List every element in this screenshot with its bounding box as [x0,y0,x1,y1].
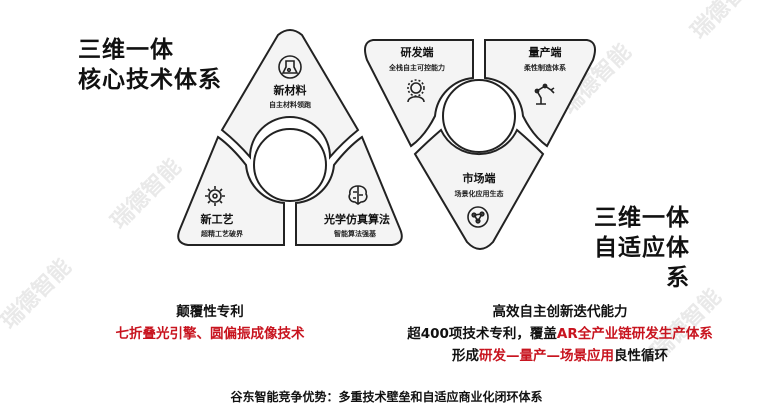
watermark-text: 瑞德智能 [686,0,767,44]
optical-algorithm-title: 光学仿真算法 [323,212,390,226]
market-title: 市场端 [463,171,496,185]
gear-cog-icon [205,186,225,206]
segment-rnd [364,39,474,148]
segment-optical-algorithm [295,135,403,246]
cycle-line: 形成研发—量产—场景应用良性循环 [350,345,770,367]
center-circle [442,79,516,153]
innovation-title: 高效自主创新迭代能力 [492,304,628,320]
cycle-text-a: 形成 [452,348,479,364]
segment-mass-production [484,39,596,148]
engineer-gear-icon [407,79,425,103]
new-process-subtitle: 超精工艺破界 [201,229,244,238]
figure-caption: 谷东智能竞争优势：多重技术壁垒和自适应商业化闭环体系 [230,390,543,404]
innovation-block: 高效自主创新迭代能力 超400项技术专利，覆盖AR全产业链研发生产体系 形成研发… [350,301,770,367]
market-subtitle: 场景化应用生态 [455,189,504,198]
disruptive-patent-detail: 七折叠光引擎、圆偏振成像技术 [115,326,305,342]
right-heading: 三维一体 自适应体系 [580,203,690,293]
center-circle [253,128,327,202]
hand-flask-icon [278,55,302,79]
brain-circuit-icon [348,185,368,205]
mass-production-subtitle: 柔性制造体系 [524,63,566,72]
disruptive-patent-title: 颠覆性专利 [176,304,244,320]
patent-coverage-text: 超400项技术专利，覆盖 [407,326,557,342]
disruptive-patent-block: 颠覆性专利 七折叠光引擎、圆偏振成像技术 [60,301,360,345]
segment-new-process [177,135,285,246]
cycle-highlight: 研发—量产—场景应用 [479,348,614,364]
cycle-text-b: 良性循环 [614,348,668,364]
new-material-title: 新材料 [274,83,307,97]
robot-arm-icon [534,83,555,105]
segment-market [413,128,545,250]
left-heading-line2: 核心技术体系 [78,67,222,93]
patent-coverage-highlight: AR全产业链研发生产体系 [556,326,713,342]
left-heading: 三维一体 核心技术体系 [78,35,222,95]
new-material-subtitle: 自主材料领跑 [269,100,311,109]
network-globe-icon [467,206,489,228]
mass-production-title: 量产端 [529,45,562,59]
segment-new-material [220,29,360,160]
adaptive-triangle: 研发端 全栈自主可控能力 量产端 柔性制造体系 市场端 场景化应用生态 [364,39,596,250]
right-heading-line1: 三维一体 [594,205,690,231]
rnd-title: 研发端 [401,45,434,59]
rnd-subtitle: 全栈自主可控能力 [388,63,445,72]
patent-coverage-line: 超400项技术专利，覆盖AR全产业链研发生产体系 [350,323,770,345]
core-tech-triangle: 新材料 自主材料领跑 新工艺 超精工艺破界 光学仿真算法 智能算法强基 [177,29,403,246]
right-heading-line2: 自适应体系 [594,235,690,291]
new-process-title: 新工艺 [201,212,234,226]
left-heading-line1: 三维一体 [78,37,174,63]
optical-algorithm-subtitle: 智能算法强基 [334,229,377,238]
